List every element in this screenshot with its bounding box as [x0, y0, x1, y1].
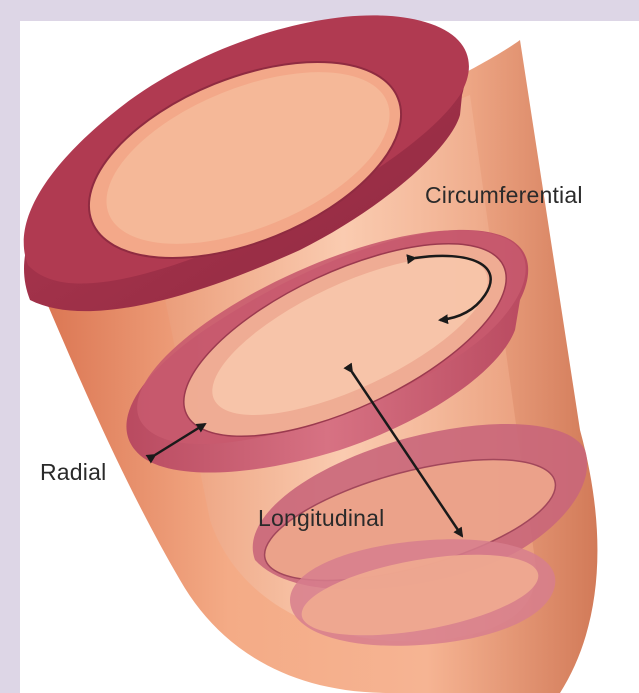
circumferential-label: Circumferential	[425, 182, 583, 209]
radial-label: Radial	[40, 459, 106, 486]
longitudinal-label: Longitudinal	[258, 505, 384, 532]
